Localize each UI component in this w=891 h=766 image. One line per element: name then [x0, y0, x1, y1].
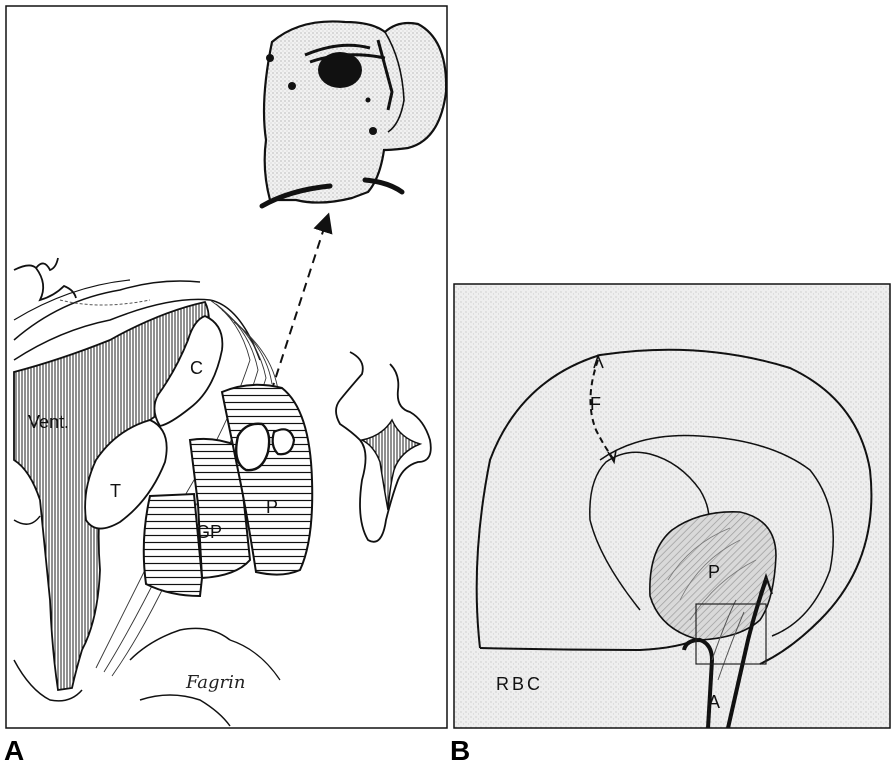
label-artery: A — [708, 692, 720, 712]
label-putamen: P — [266, 497, 278, 517]
label-caudate: C — [190, 358, 203, 378]
label-region: RBC — [496, 674, 543, 694]
artist-signature: Fagrin — [185, 672, 245, 693]
panel-a-letter: A — [4, 735, 24, 766]
panel-a: Vent. C T GP P Fagrin A — [4, 6, 447, 766]
label-fissure: F — [590, 394, 601, 414]
label-globus-pallidus: GP — [196, 522, 222, 542]
globus-pallidus — [144, 494, 202, 596]
label-ventricle: Vent. — [28, 412, 69, 432]
panel-b: F P A RBC B — [450, 284, 890, 766]
panel-b-letter: B — [450, 735, 470, 766]
label-thalamus: T — [110, 481, 121, 501]
label-putamen-b: P — [708, 562, 720, 582]
